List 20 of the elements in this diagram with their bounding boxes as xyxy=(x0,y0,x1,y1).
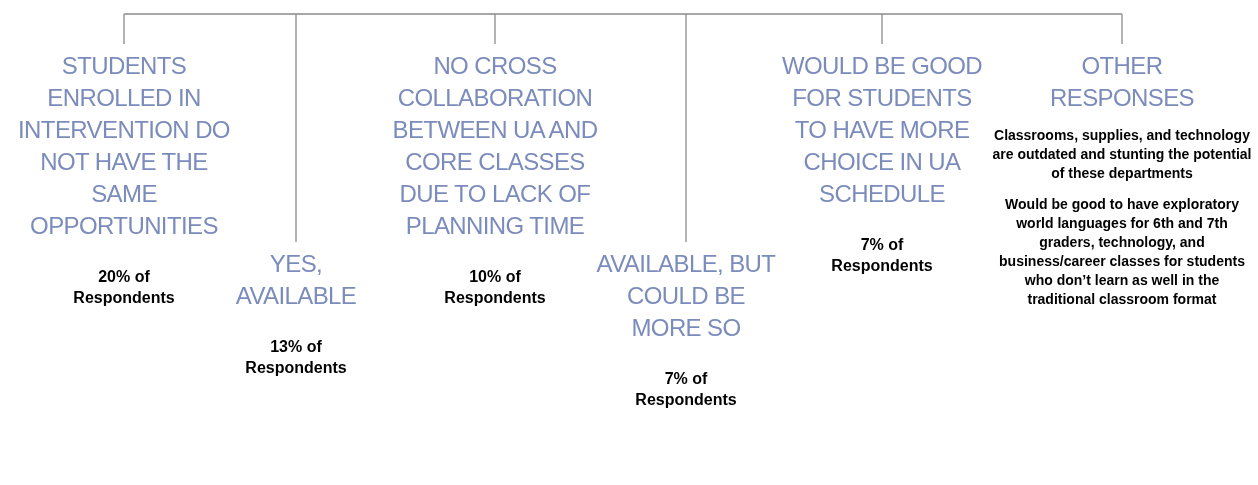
category-heading: OTHER RESPONSES xyxy=(1049,51,1195,113)
category-heading: AVAILABLE, BUT COULD BE MORE SO xyxy=(596,249,776,343)
percentage-text: 10% of Respondents xyxy=(443,267,547,308)
response-text: Classrooms, supplies, and technology are outdated and stunting the potential of these departments xyxy=(991,126,1253,183)
response-text: Would be good to have exploratory world languages for 6th and 7th graders, technology, and business/career classes for students who don’t learn as well in the traditional classroom format xyxy=(998,195,1246,309)
percentage-text: 13% of Respondents xyxy=(244,337,348,378)
category-heading: YES, AVAILABLE xyxy=(234,249,358,311)
percentage-text: 7% of Respondents xyxy=(830,235,934,276)
connector-line xyxy=(1121,13,1123,45)
category-heading: STUDENTS ENROLLED IN INTERVENTION DO NOT HAVE THE SAME OPPORTUNITIES xyxy=(17,51,231,241)
connector-line xyxy=(881,13,883,45)
category-heading: NO CROSS COLLABORATION BETWEEN UA AND CORE CLASSES DUE TO LACK OF PLANNING TIME xyxy=(391,51,599,241)
connector-line xyxy=(123,13,125,45)
connector-line xyxy=(123,13,1123,15)
connector-line xyxy=(295,13,297,243)
connector-line xyxy=(685,13,687,243)
percentage-text: 7% of Respondents xyxy=(634,369,738,410)
category-heading: WOULD BE GOOD FOR STUDENTS TO HAVE MORE CHOICE IN UA SCHEDULE xyxy=(780,51,984,209)
percentage-text: 20% of Respondents xyxy=(72,267,176,308)
connector-line xyxy=(494,13,496,45)
